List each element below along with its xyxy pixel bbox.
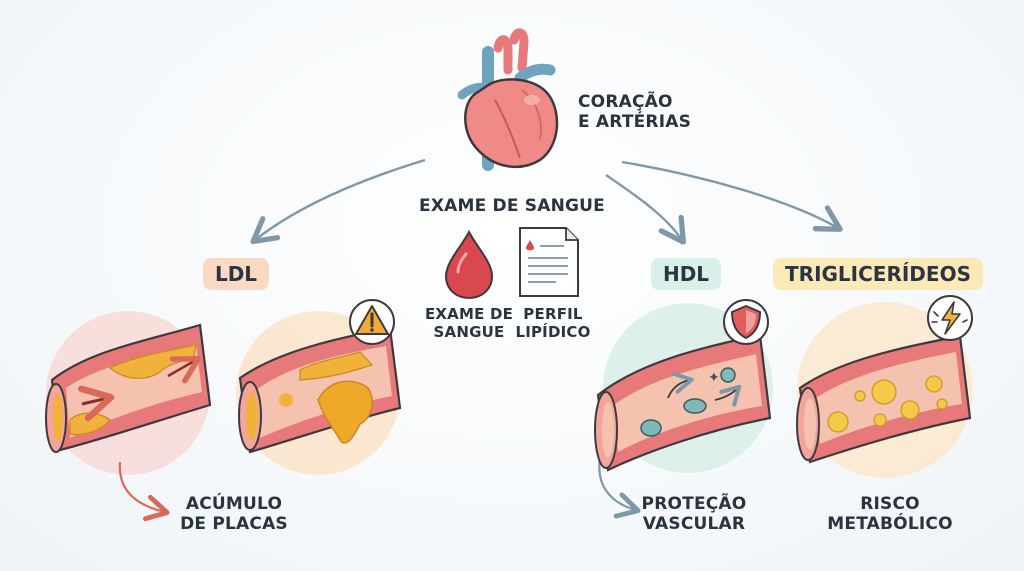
ldl-caption-line2: DE PLACAS (180, 514, 288, 535)
doc-label-line2: LIPÍDICO (515, 322, 591, 341)
lightning-icon (927, 295, 973, 341)
drop-label-line2: SANGUE (433, 322, 505, 341)
trig-caption-line1: RISCO (860, 494, 920, 514)
arrow-hdl-caption (598, 457, 641, 519)
ldl-vessel-blocked (238, 326, 402, 454)
warning-icon (349, 299, 395, 345)
arrow-to-trig (621, 160, 843, 232)
heart-icon (457, 28, 559, 171)
arrow-ldl-caption (118, 461, 170, 522)
svg-text:✦: ✦ (708, 370, 720, 386)
trig-caption: RISCO METABÓLICO (827, 494, 952, 534)
lipid-report-icon (519, 227, 580, 297)
doc-label-line1: PERFIL (523, 305, 583, 323)
drop-label: EXAME DE SANGUE (424, 305, 514, 341)
heart-title-line2: E ARTÉRIAS (578, 112, 692, 133)
hdl-tag: HDL (650, 258, 722, 290)
ldl-tag: LDL (202, 258, 270, 290)
ldl-caption-line1: ACÚMULO (185, 494, 283, 514)
trig-tag: TRIGLICERÍDEOS (773, 258, 983, 290)
ldl-caption: ACÚMULO DE PLACAS (180, 494, 288, 534)
trig-vessel (796, 334, 972, 464)
blood-drop-icon (444, 229, 494, 300)
doc-label: PERFIL LIPÍDICO (515, 305, 591, 341)
hdl-caption-line1: PROTEÇÃO (641, 494, 747, 514)
heart-title: CORAÇÃO E ARTÉRIAS (578, 92, 691, 132)
hdl-vessel: ✦ (594, 333, 772, 472)
arrow-to-ldl (250, 158, 426, 245)
arrow-to-hdl (605, 174, 686, 245)
hdl-caption: PROTEÇÃO VASCULAR (642, 494, 747, 534)
blood-test-title: EXAME DE SANGUE (419, 196, 605, 216)
heart-title-line1: CORAÇÃO (578, 92, 673, 112)
trig-caption-line2: METABÓLICO (827, 514, 953, 535)
drop-label-line1: EXAME DE (424, 305, 514, 323)
ldl-vessel-narrowing (45, 323, 212, 453)
shield-icon (723, 299, 769, 345)
hdl-caption-line2: VASCULAR (642, 514, 746, 535)
